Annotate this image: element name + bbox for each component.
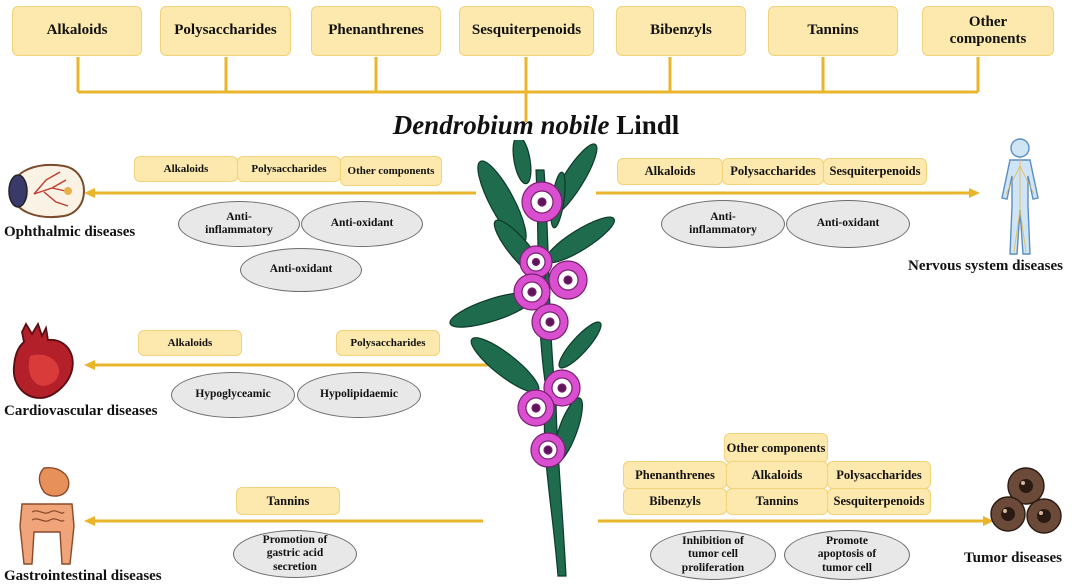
top-component-sesquiterpenoids: Sesquiterpenoids: [459, 6, 594, 56]
tumor-component-alkaloids: Alkaloids: [726, 461, 828, 489]
title-plain: Lindl: [609, 110, 680, 140]
nervous-label: Nervous system diseases: [908, 258, 1063, 274]
cardio-component-alkaloids: Alkaloids: [138, 330, 242, 356]
top-component-other: Other components: [922, 6, 1054, 56]
tumor-component-polysaccharides: Polysaccharides: [827, 461, 931, 489]
tumor-effect-inhibition: Inhibition of tumor cell proliferation: [650, 530, 776, 580]
title-italic: Dendrobium nobile: [392, 110, 610, 140]
cardio-label: Cardiovascular diseases: [4, 403, 158, 419]
gastro-label: Gastrointestinal diseases: [4, 568, 162, 584]
nervous-component-alkaloids: Alkaloids: [617, 158, 723, 185]
ophthalmic-effect-anti-oxidant-2: Anti-oxidant: [240, 248, 362, 292]
top-component-phenanthrenes: Phenanthrenes: [311, 6, 441, 56]
tumor-component-bibenzyls: Bibenzyls: [623, 488, 727, 515]
nervous-effect-anti-inflammatory: Anti-inflammatory: [661, 200, 785, 248]
tumor-component-other: Other components: [724, 433, 828, 463]
digestive-system-icon: [19, 467, 75, 565]
tumor-label: Tumor diseases: [964, 550, 1062, 566]
cardio-effect-hypolipidaemic: Hypolipidaemic: [297, 372, 421, 418]
gastro-effect-gastric-acid: Promotion of gastric acid secretion: [233, 530, 357, 578]
nervous-component-polysaccharides: Polysaccharides: [722, 158, 824, 185]
ophthalmic-component-alkaloids: Alkaloids: [134, 156, 238, 182]
top-component-bibenzyls: Bibenzyls: [616, 6, 746, 56]
tumor-component-sesquiterpenoids: Sesquiterpenoids: [827, 488, 931, 515]
cardio-effect-hypoglyceamic: Hypoglyceamic: [171, 372, 295, 418]
heart-icon: [12, 322, 74, 399]
gastro-component-tannins: Tannins: [236, 487, 340, 515]
tumor-cells-icon: [990, 467, 1062, 534]
ophthalmic-component-polysaccharides: Polysaccharides: [237, 156, 341, 182]
dendrobium-plant-illustration: [449, 140, 615, 577]
ophthalmic-component-other: Other components: [340, 156, 442, 186]
top-component-polysaccharides: Polysaccharides: [160, 6, 291, 56]
ophthalmic-effect-anti-inflammatory: Anti-inflammatory: [178, 201, 300, 247]
tumor-component-tannins: Tannins: [726, 488, 828, 515]
diagram-title: Dendrobium nobile Lindl: [0, 110, 1072, 141]
ophthalmic-effect-anti-oxidant: Anti-oxidant: [301, 201, 423, 247]
top-component-tannins: Tannins: [768, 6, 898, 56]
top-component-alkaloids: Alkaloids: [12, 6, 142, 56]
nervous-component-sesquiterpenoids: Sesquiterpenoids: [823, 158, 927, 185]
eye-icon: [8, 164, 86, 218]
cardio-component-polysaccharides: Polysaccharides: [336, 330, 440, 356]
nervous-effect-anti-oxidant: Anti-oxidant: [786, 200, 910, 248]
tumor-component-phenanthrenes: Phenanthrenes: [623, 461, 727, 489]
human-nervous-system-icon: [1001, 138, 1039, 255]
ophthalmic-label: Ophthalmic diseases: [4, 224, 136, 240]
tumor-effect-apoptosis: Promote apoptosis of tumor cell: [784, 530, 910, 580]
